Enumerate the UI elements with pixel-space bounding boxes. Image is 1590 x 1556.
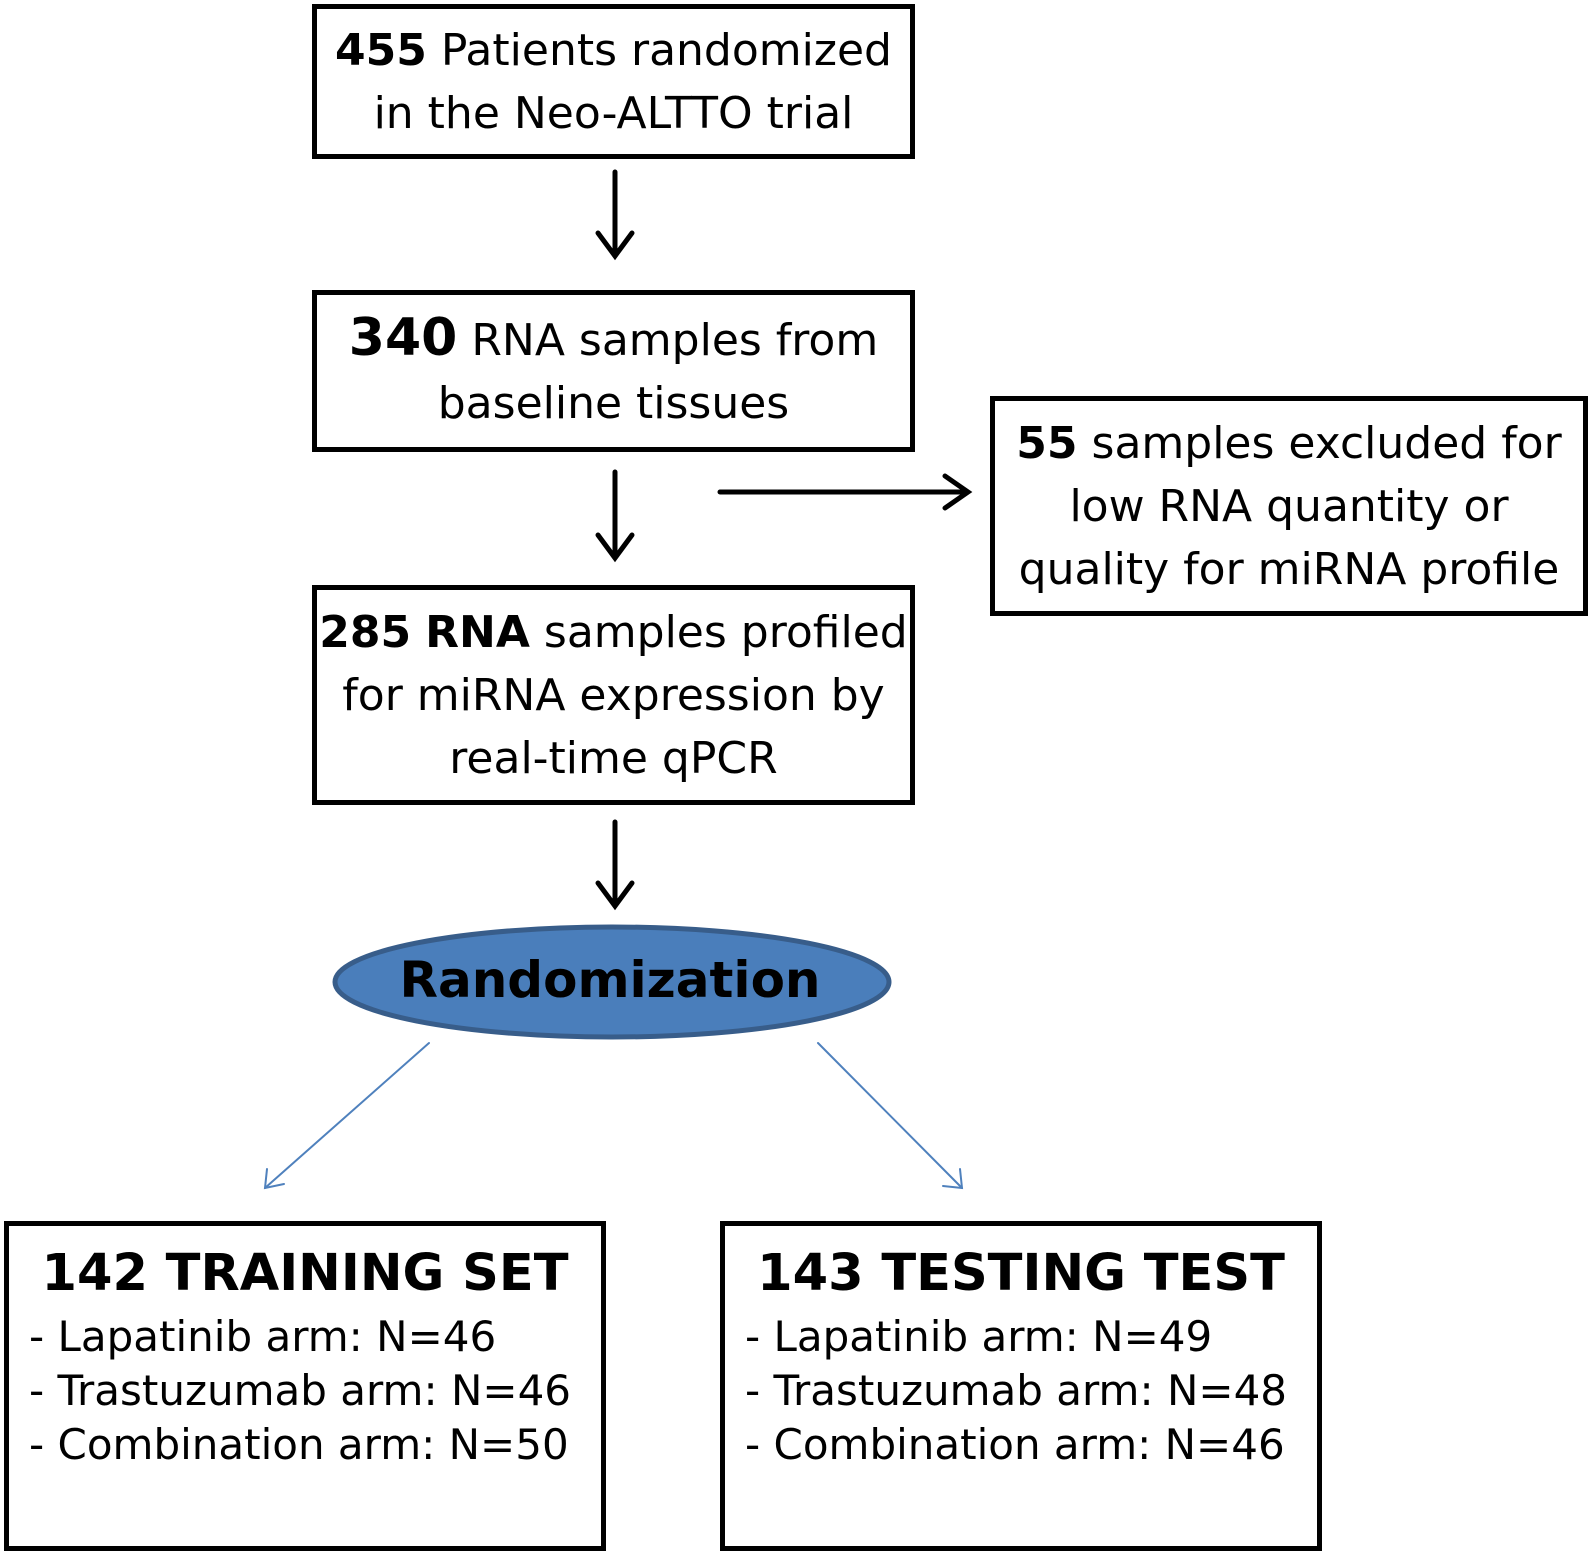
rna-text1: RNA samples from (471, 315, 879, 366)
testing-set-box: 143 TESTING TEST - Lapatinib arm: N=49 -… (720, 1221, 1322, 1551)
arrow-to-excluded (717, 473, 973, 511)
training-item-trastuzumab: - Trastuzumab arm: N=46 (29, 1366, 572, 1415)
training-item-combination: - Combination arm: N=50 (29, 1420, 569, 1469)
profiled-count: 285 (319, 606, 412, 658)
arrow-to-testing (817, 1042, 964, 1190)
training-item-lapatinib: - Lapatinib arm: N=46 (29, 1312, 497, 1361)
patients-box: 455 Patients randomized in the Neo-ALTTO… (312, 4, 915, 159)
patients-line1: 455 Patients randomized (335, 19, 892, 82)
testing-set-title: 143 TESTING TEST (757, 1244, 1285, 1303)
profiled-line2: for miRNA expression by (342, 669, 885, 721)
testing-item-combination: - Combination arm: N=46 (745, 1420, 1285, 1469)
arrow-rna-to-profiled (595, 469, 635, 563)
rna-box: 340 RNA samples from baseline tissues (312, 290, 915, 452)
rna-line1: 340 RNA samples from (349, 307, 878, 372)
patients-line2: in the Neo-ALTTO trial (373, 87, 854, 139)
excluded-box: 55 samples excluded for low RNA quantity… (990, 396, 1588, 616)
excluded-line2: low RNA quantity or (1069, 480, 1509, 532)
testing-set-list: - Lapatinib arm: N=49 - Trastuzumab arm:… (745, 1310, 1287, 1472)
excluded-line3: quality for miRNA profile (1018, 543, 1560, 595)
profiled-line1: 285 RNA samples profiled (319, 601, 907, 664)
patients-count: 455 (335, 24, 427, 76)
patients-text1: Patients randomized (440, 24, 892, 76)
randomization-label: Randomization (399, 951, 821, 1009)
excluded-text1: samples excluded for (1091, 417, 1562, 469)
rna-line2: baseline tissues (437, 378, 790, 429)
rna-count: 340 (348, 308, 458, 368)
training-set-list: - Lapatinib arm: N=46 - Trastuzumab arm:… (29, 1310, 571, 1472)
profiled-line3: real-time qPCR (449, 732, 778, 784)
training-set-title: 142 TRAINING SET (41, 1244, 569, 1303)
profiled-bold-word: RNA (425, 606, 530, 658)
excluded-count: 55 (1016, 417, 1078, 469)
profiled-text1: samples profiled (543, 606, 908, 658)
arrow-patients-to-rna (595, 169, 635, 261)
arrow-to-training (263, 1042, 430, 1190)
profiled-box: 285 RNA samples profiled for miRNA expre… (312, 585, 915, 805)
excluded-line1: 55 samples excluded for (1016, 412, 1561, 475)
testing-item-lapatinib: - Lapatinib arm: N=49 (745, 1312, 1213, 1361)
training-set-box: 142 TRAINING SET - Lapatinib arm: N=46 -… (4, 1221, 606, 1551)
arrow-profiled-to-randomization (595, 819, 635, 911)
randomization-ellipse (332, 924, 892, 1040)
testing-item-trastuzumab: - Trastuzumab arm: N=48 (745, 1366, 1288, 1415)
